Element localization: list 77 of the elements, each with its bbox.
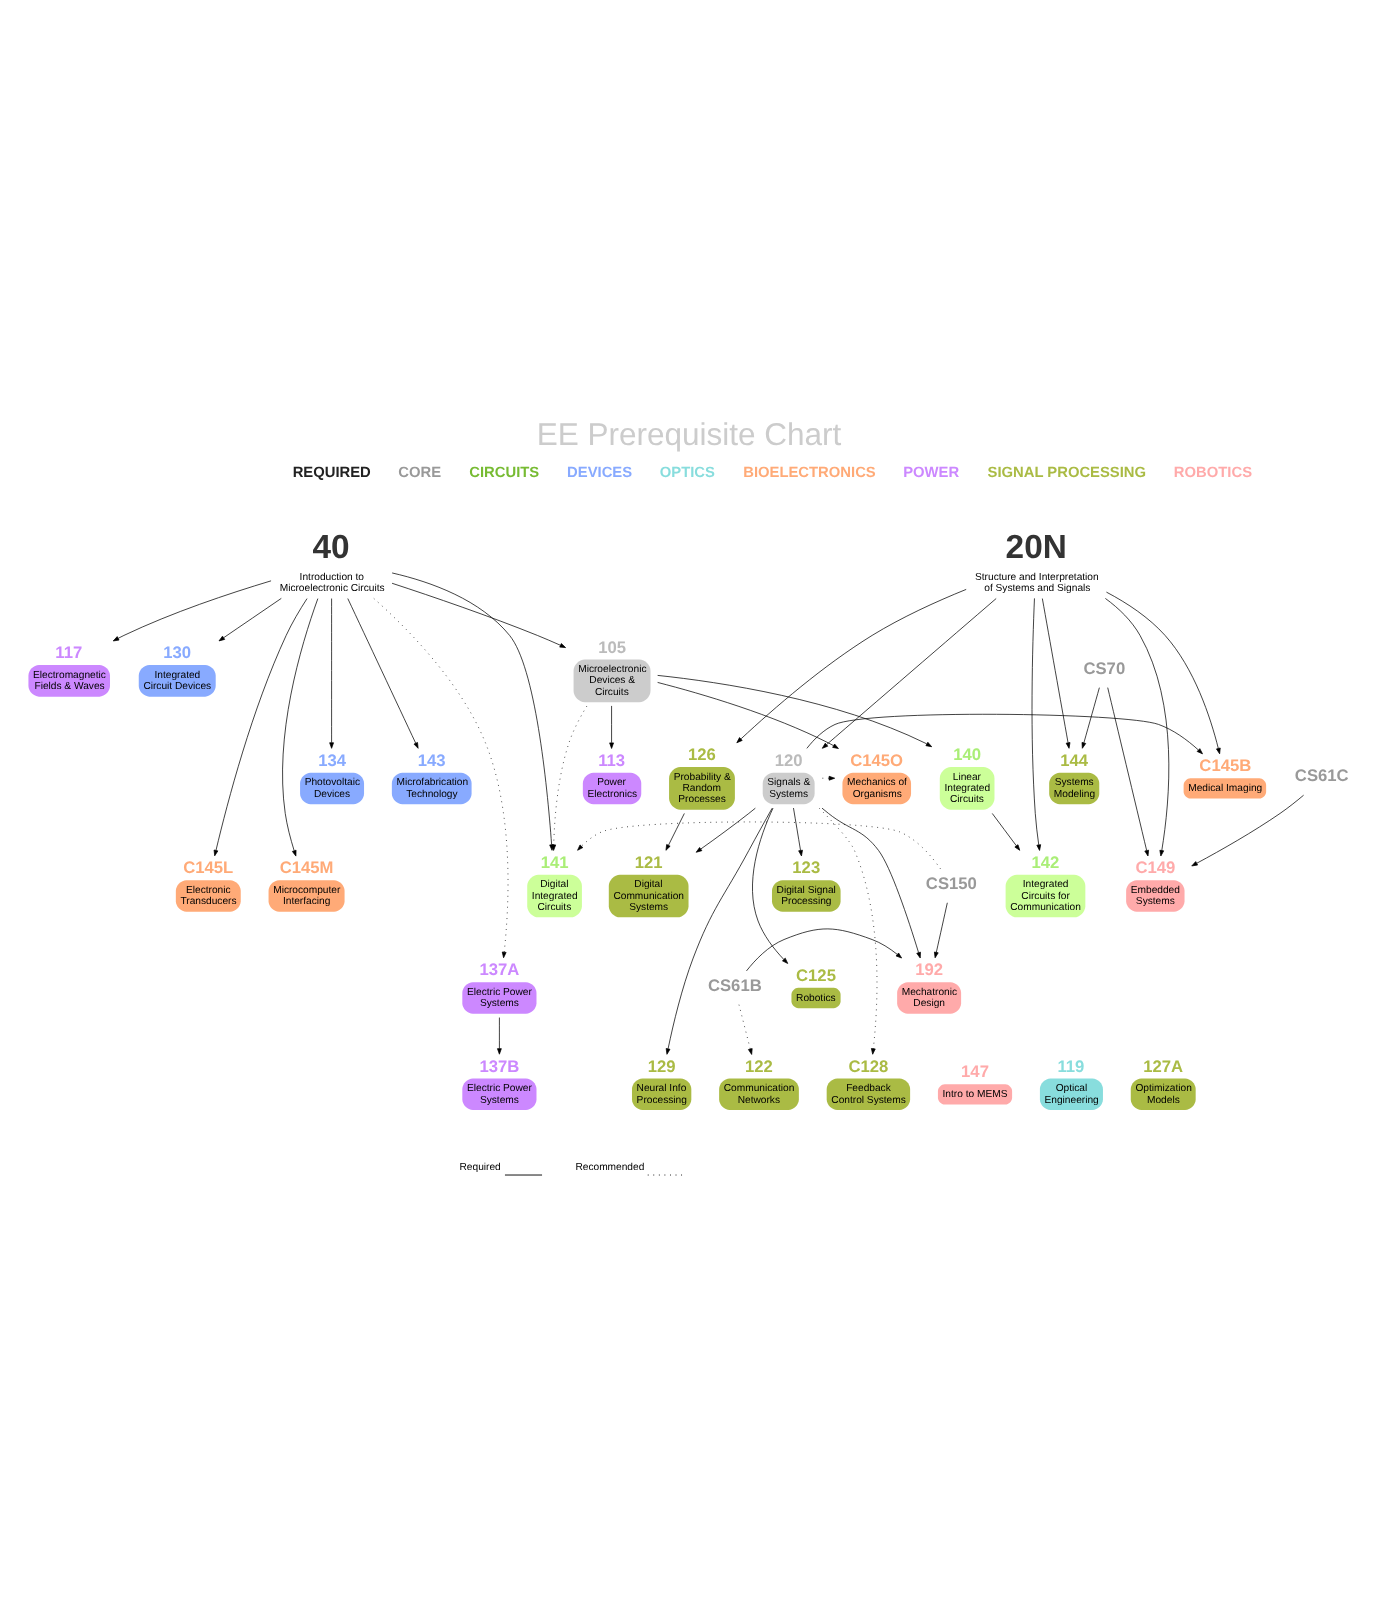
- arrow: [112, 580, 272, 642]
- legend-label: POWER: [903, 462, 960, 481]
- legend-label: DEVICES: [567, 462, 633, 481]
- arrow: [821, 807, 921, 959]
- node-label: C125: [796, 964, 836, 985]
- node-label: 120: [774, 749, 803, 770]
- node-label: 130: [163, 642, 192, 663]
- arrow: [1107, 687, 1149, 857]
- arrow: [1191, 794, 1304, 867]
- node-label: 126: [688, 744, 716, 765]
- legend-label: SIGNAL PROCESSING: [987, 462, 1147, 481]
- arrow: [752, 807, 789, 964]
- legend-label: OPTICS: [659, 462, 715, 481]
- node-text: CS61C: [1294, 765, 1349, 786]
- node-label: 143: [417, 749, 446, 770]
- node-text: CS150: [925, 872, 977, 893]
- arrow: [218, 598, 282, 642]
- arrow: [736, 589, 967, 744]
- node-label: C145B: [1199, 755, 1252, 776]
- node-label: 141: [540, 851, 569, 872]
- arrow: [806, 713, 1203, 755]
- arrow: [1042, 598, 1071, 749]
- arrow: [793, 807, 803, 857]
- node-label: 121: [634, 851, 663, 872]
- arrow: [934, 902, 948, 959]
- node-label: 140: [953, 744, 982, 765]
- arrow: [657, 675, 933, 748]
- arrow: [746, 928, 902, 972]
- node-label: 142: [1031, 851, 1060, 872]
- arrow: [329, 598, 334, 749]
- arrow: [391, 582, 566, 648]
- arrow: [818, 807, 878, 1055]
- node-text: CS61B: [708, 974, 762, 995]
- arrow: [738, 1004, 753, 1055]
- legend-label: BIOELECTRONICS: [743, 462, 876, 481]
- arrow: [609, 705, 614, 749]
- node-label: C128: [848, 1055, 889, 1076]
- node-label: 147: [961, 1061, 989, 1082]
- arrow: [347, 598, 419, 749]
- node-label: C145M: [279, 857, 334, 878]
- arrow: [665, 807, 773, 1055]
- node-label: 127A: [1143, 1055, 1184, 1076]
- arrow: [657, 682, 839, 749]
- arrow: [991, 813, 1021, 851]
- arrow: [1081, 687, 1100, 749]
- arrow: [1105, 598, 1170, 857]
- node-label: 144: [1060, 749, 1089, 770]
- node-label: 137A: [479, 959, 520, 980]
- node-label: C149: [1135, 857, 1176, 878]
- legend-label: CORE: [398, 462, 442, 481]
- node-label: 134: [318, 749, 346, 770]
- arrow: [665, 813, 685, 851]
- node-label: 119: [1057, 1055, 1085, 1076]
- legend-label: CIRCUITS: [469, 462, 540, 481]
- node-label: C145O: [850, 749, 904, 770]
- arrow: [577, 821, 941, 870]
- node-label: 113: [598, 749, 626, 770]
- legend-label: ROBOTICS: [1173, 462, 1253, 481]
- legend-label: REQUIRED: [292, 462, 371, 481]
- node-label: 123: [792, 857, 821, 878]
- arrow: [821, 598, 997, 749]
- arrow: [695, 807, 756, 853]
- arrow: [213, 598, 308, 857]
- node-label: 129: [647, 1055, 676, 1076]
- node-label: 105: [598, 636, 626, 657]
- arrow: [282, 598, 319, 857]
- node-label: C145L: [183, 857, 234, 878]
- arrow: [822, 775, 836, 781]
- node-label: 192: [915, 959, 944, 980]
- arrow: [1106, 591, 1221, 755]
- arrow: [497, 1017, 502, 1055]
- node-label: 122: [745, 1055, 773, 1076]
- node-label: 137B: [479, 1055, 520, 1076]
- node-label: 117: [55, 642, 83, 663]
- node-text: CS70: [1083, 657, 1126, 678]
- arrow: [373, 598, 509, 959]
- arrow: [1031, 598, 1042, 851]
